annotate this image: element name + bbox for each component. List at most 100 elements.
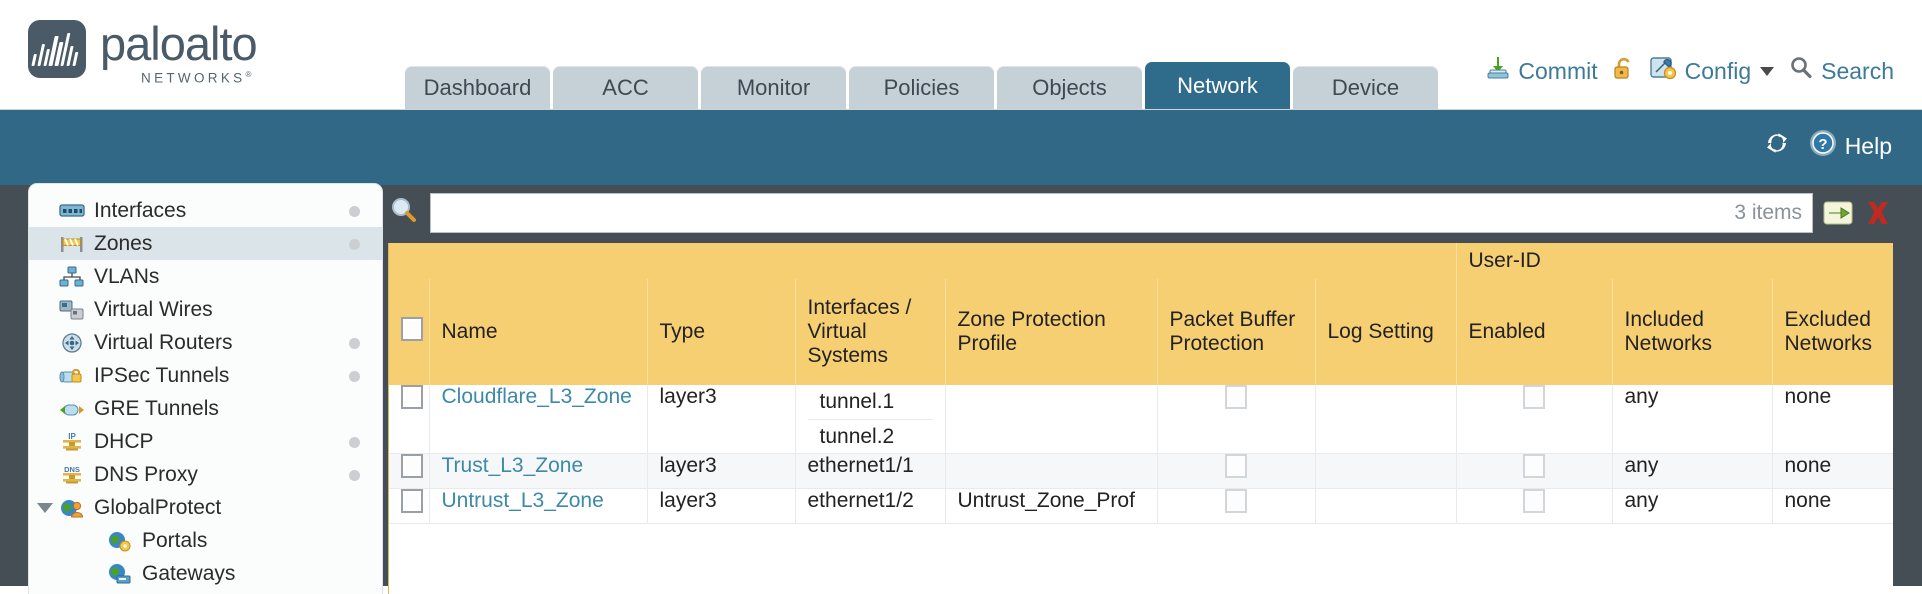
select-all-checkbox[interactable] — [401, 317, 423, 341]
tab-objects[interactable]: Objects — [997, 66, 1142, 109]
sidebar-item-label: IPSec Tunnels — [94, 363, 230, 387]
sidebar-item-interfaces[interactable]: Interfaces — [29, 194, 382, 227]
clear-filter-button[interactable] — [1863, 198, 1893, 228]
packet-buffer-protection-checkbox[interactable] — [1225, 489, 1247, 513]
sidebar-item-dhcp[interactable]: IP DHCP — [29, 425, 382, 458]
cell-name[interactable]: Cloudflare_L3_Zone — [429, 385, 648, 454]
cell-packet-buffer-protection[interactable] — [1157, 488, 1316, 524]
select-all-header[interactable] — [389, 279, 430, 385]
userid-enabled-checkbox[interactable] — [1523, 489, 1545, 513]
cell-interfaces: ethernet1/2 — [795, 488, 946, 524]
network-sidebar: Interfaces Zones VLANs Virtual Wires — [28, 183, 383, 594]
cell-userid-enabled[interactable] — [1456, 385, 1613, 454]
cell-packet-buffer-protection[interactable] — [1157, 385, 1316, 454]
filter-search-icon[interactable] — [388, 195, 420, 232]
zone-name-link[interactable]: Untrust_L3_Zone — [441, 489, 604, 512]
virtual-wires-icon — [59, 299, 85, 321]
row-select-cell[interactable] — [389, 488, 430, 524]
column-header-name[interactable]: Name — [429, 279, 648, 385]
userid-enabled-checkbox[interactable] — [1523, 385, 1545, 409]
cell-excluded-networks: none — [1772, 385, 1893, 454]
cell-name[interactable]: Trust_L3_Zone — [429, 453, 648, 489]
zones-icon — [59, 233, 85, 255]
refresh-button[interactable] — [1762, 130, 1792, 162]
column-header-userid-enabled[interactable]: Enabled — [1456, 279, 1613, 385]
tab-monitor[interactable]: Monitor — [701, 66, 846, 109]
interfaces-icon — [59, 200, 85, 222]
tab-device[interactable]: Device — [1293, 66, 1438, 109]
column-header-excluded-networks[interactable]: Excluded Networks — [1772, 279, 1893, 385]
table-row[interactable]: Untrust_L3_Zone layer3 ethernet1/2 Untru… — [389, 488, 1893, 524]
cell-packet-buffer-protection[interactable] — [1157, 453, 1316, 489]
interface-entry: tunnel.2 — [807, 419, 933, 453]
svg-text:?: ? — [1818, 136, 1827, 153]
config-menu-button[interactable]: Config — [1649, 55, 1775, 87]
vlans-icon — [59, 266, 85, 288]
top-action-bar: Commit — [1485, 55, 1894, 87]
tab-dashboard[interactable]: Dashboard — [405, 66, 550, 109]
zones-table-container: User-ID Name Type Interfaces / Virtual S… — [388, 243, 1893, 594]
zone-name-link[interactable]: Cloudflare_L3_Zone — [441, 385, 632, 408]
cell-userid-enabled[interactable] — [1456, 453, 1613, 489]
apply-filter-button[interactable] — [1823, 198, 1853, 228]
table-row[interactable]: Trust_L3_Zone layer3 ethernet1/1 any non… — [389, 453, 1893, 489]
table-row[interactable]: Cloudflare_L3_Zone layer3 tunnel.1 tunne… — [389, 385, 1893, 454]
commit-button[interactable]: Commit — [1485, 55, 1598, 87]
row-select-checkbox[interactable] — [401, 385, 423, 409]
sidebar-item-vlans[interactable]: VLANs — [29, 260, 382, 293]
sidebar-item-label: Virtual Routers — [94, 330, 233, 354]
virtual-routers-icon — [59, 332, 85, 354]
expander-triangle-icon[interactable] — [37, 503, 53, 513]
column-header-packet-buffer-protection[interactable]: Packet Buffer Protection — [1157, 279, 1316, 385]
sidebar-item-virtual-routers[interactable]: Virtual Routers — [29, 326, 382, 359]
sidebar-item-virtual-wires[interactable]: Virtual Wires — [29, 293, 382, 326]
sidebar-item-label: GlobalProtect — [94, 495, 222, 519]
gre-tunnels-icon — [59, 398, 85, 420]
column-header-included-networks[interactable]: Included Networks — [1612, 279, 1773, 385]
column-header-log-setting[interactable]: Log Setting — [1315, 279, 1457, 385]
row-select-cell[interactable] — [389, 385, 430, 454]
portals-icon — [107, 530, 133, 552]
cell-zone-protection-profile: Untrust_Zone_Prof — [945, 488, 1158, 524]
column-header-zone-protection-profile[interactable]: Zone Protection Profile — [945, 279, 1158, 385]
sidebar-item-zones[interactable]: Zones — [29, 227, 382, 260]
column-header-type[interactable]: Type — [647, 279, 796, 385]
packet-buffer-protection-checkbox[interactable] — [1225, 454, 1247, 478]
sub-header-bar: ? Help — [0, 110, 1922, 185]
row-select-checkbox[interactable] — [401, 489, 423, 513]
zones-table: User-ID Name Type Interfaces / Virtual S… — [389, 243, 1893, 524]
interface-entry: tunnel.1 — [819, 390, 895, 413]
sidebar-item-label: VLANs — [94, 264, 160, 288]
search-button[interactable]: Search — [1788, 55, 1894, 87]
sidebar-item-globalprotect[interactable]: GlobalProtect — [29, 491, 382, 524]
search-input[interactable]: 3 items — [430, 193, 1813, 233]
tab-network[interactable]: Network — [1145, 62, 1290, 109]
help-button[interactable]: ? Help — [1808, 128, 1892, 164]
row-select-cell[interactable] — [389, 453, 430, 489]
cell-name[interactable]: Untrust_L3_Zone — [429, 488, 648, 524]
brand-tagline: NETWORKS® — [141, 70, 255, 86]
row-select-checkbox[interactable] — [401, 454, 423, 478]
search-magnifier-icon — [1788, 55, 1814, 87]
userid-enabled-checkbox[interactable] — [1523, 454, 1545, 478]
sidebar-item-dns-proxy[interactable]: DNS DNS Proxy — [29, 458, 382, 491]
zone-name-link[interactable]: Trust_L3_Zone — [441, 454, 584, 477]
ipsec-tunnels-icon — [59, 365, 85, 387]
sidebar-item-portals[interactable]: Portals — [29, 524, 382, 557]
cell-userid-enabled[interactable] — [1456, 488, 1613, 524]
column-header-interfaces[interactable]: Interfaces / Virtual Systems — [795, 279, 946, 385]
cell-type: layer3 — [647, 453, 796, 489]
tab-policies[interactable]: Policies — [849, 66, 994, 109]
main-nav-tabs: Dashboard ACC Monitor Policies Objects N… — [405, 62, 1438, 109]
sidebar-item-gateways[interactable]: Gateways — [29, 557, 382, 590]
lock-button[interactable] — [1612, 55, 1636, 87]
sidebar-item-label: Portals — [142, 528, 208, 552]
sidebar-item-label: DNS Proxy — [94, 462, 198, 486]
sidebar-item-ipsec-tunnels[interactable]: IPSec Tunnels — [29, 359, 382, 392]
sidebar-status-dot — [349, 239, 360, 250]
packet-buffer-protection-checkbox[interactable] — [1225, 385, 1247, 409]
sidebar-status-dot — [349, 206, 360, 217]
tab-acc[interactable]: ACC — [553, 66, 698, 109]
sidebar-item-gre-tunnels[interactable]: GRE Tunnels — [29, 392, 382, 425]
